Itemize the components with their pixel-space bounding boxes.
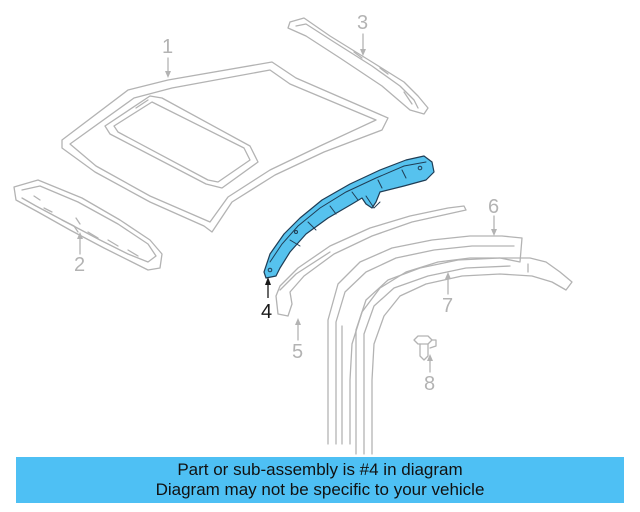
front-header-rail — [13, 179, 163, 271]
clip-fastener — [413, 335, 437, 361]
callout-8[interactable]: 8 — [424, 373, 436, 395]
roof-side-rail-highlighted — [263, 155, 435, 279]
info-banner: Part or sub-assembly is #4 in diagram Di… — [16, 457, 624, 503]
callout-4[interactable]: 4 — [261, 301, 273, 323]
rear-header-rail — [287, 17, 429, 115]
door-opening-weatherstrip — [327, 235, 573, 455]
roof-molding-strip — [275, 205, 467, 317]
leader-part-4 — [265, 277, 271, 298]
callout-1[interactable]: 1 — [162, 36, 174, 58]
banner-line-disclaimer: Diagram may not be specific to your vehi… — [155, 480, 485, 499]
callout-3[interactable]: 3 — [357, 12, 369, 34]
roof-panel — [61, 61, 389, 233]
callout-5[interactable]: 5 — [292, 341, 304, 363]
leader-arrowheads — [77, 49, 497, 361]
banner-line-part: Part or sub-assembly is #4 in diagram — [177, 460, 463, 479]
callout-6[interactable]: 6 — [488, 196, 500, 218]
leader-lines — [79, 33, 495, 373]
callout-2[interactable]: 2 — [74, 254, 86, 276]
callout-7[interactable]: 7 — [442, 295, 454, 317]
